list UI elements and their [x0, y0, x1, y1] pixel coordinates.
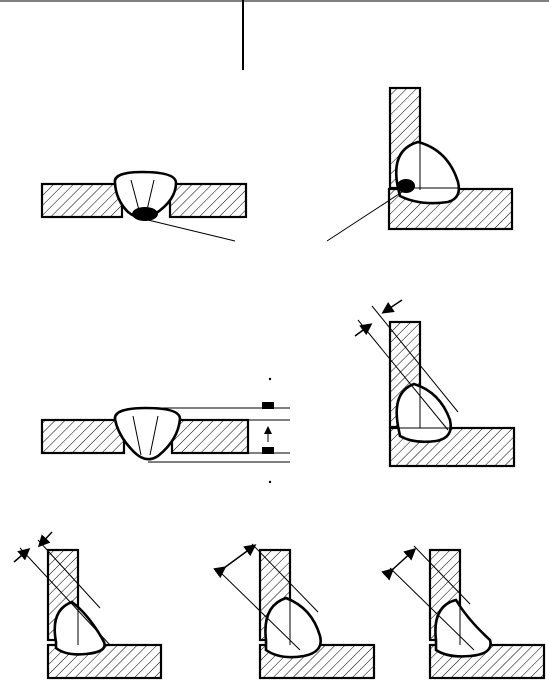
fillet-weld-throat-panel: [354, 299, 516, 468]
throat-arrow-1: [37, 531, 53, 548]
fillet-weld-undercut-panel: [381, 545, 546, 680]
right-plate: [170, 418, 250, 455]
fillet-bead: [394, 140, 461, 205]
root-defect-blob: [397, 179, 415, 193]
groove-lines: [130, 179, 155, 211]
leader-line-right: [326, 191, 403, 242]
weld-bead: [113, 170, 178, 219]
throat-line-1: [217, 569, 301, 651]
root-defect-blob: [132, 207, 158, 221]
fillet-bead: [264, 596, 322, 659]
leader-line-left: [147, 219, 236, 242]
throat-line-1: [389, 567, 475, 651]
throat-line-2: [251, 543, 319, 613]
right-plate: [168, 182, 248, 219]
left-plate: [40, 418, 126, 455]
weld-bead: [113, 406, 182, 461]
throat-arrow: [381, 547, 417, 581]
header-frame: [0, 0, 549, 70]
butt-weld-root-defect-panel: [40, 170, 248, 242]
throat-arrow-2: [354, 323, 373, 337]
groove-lines: [132, 415, 159, 456]
throat-line-1: [357, 319, 449, 431]
fillet-bead: [434, 598, 492, 658]
fillet-bead: [395, 382, 452, 444]
throat-arrow-1: [381, 299, 403, 314]
left-plate: [40, 182, 124, 219]
throat-line-1: [19, 547, 111, 646]
fillet-weld-concave-panel: [13, 531, 163, 680]
fillet-weld-convex-panel: [213, 543, 376, 680]
throat-line-2: [37, 539, 101, 609]
fillet-weld-root-defect-panel: [326, 86, 514, 242]
throat-line-2: [413, 545, 471, 605]
throat-arrow-2: [13, 548, 31, 563]
fillet-bead: [53, 600, 106, 656]
throat-arrow: [213, 544, 257, 579]
butt-weld-reinforcement-panel: [40, 377, 290, 484]
throat-line-2: [371, 305, 459, 413]
